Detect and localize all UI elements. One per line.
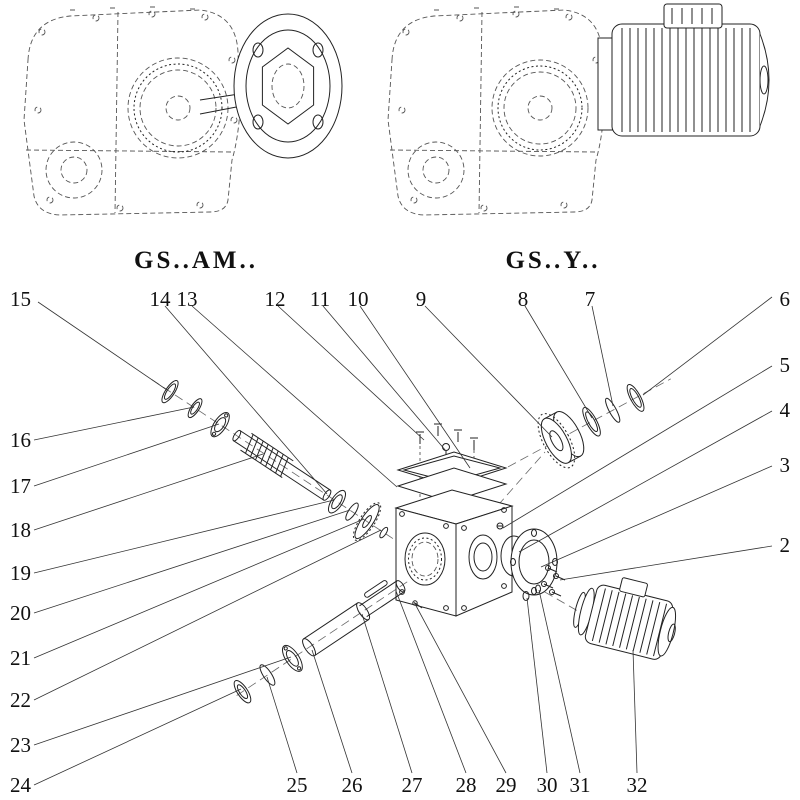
motor-terminal-box (663, 3, 723, 29)
gear-teeth-hint-left (133, 63, 223, 153)
callout-23: 23 (10, 733, 31, 757)
callout-29: 29 (496, 773, 517, 797)
motor-drawing (597, 3, 770, 137)
callout-numbers: 15 14 13 12 11 10 9 8 7 6 5 4 3 2 16 17 … (10, 287, 791, 797)
callout-7: 7 (585, 287, 596, 311)
motor-terminal-box-exploded (619, 577, 648, 598)
worm-shaft-assembly (151, 379, 399, 543)
callout-14: 14 (150, 287, 172, 311)
callout-11: 11 (310, 287, 330, 311)
callout-27: 27 (402, 773, 423, 797)
callout-20: 20 (10, 601, 31, 625)
callout-25: 25 (287, 773, 308, 797)
output-flange-stack (500, 528, 558, 596)
gearbox-housing (394, 489, 514, 617)
callout-12: 12 (265, 287, 286, 311)
callout-26: 26 (342, 773, 363, 797)
gear-stack (507, 378, 671, 469)
callout-10: 10 (348, 287, 369, 311)
callout-24: 24 (10, 773, 32, 797)
output-flange-left (199, 13, 343, 159)
callout-32: 32 (627, 773, 648, 797)
figure-gs-y-drawing (387, 3, 770, 216)
cover-plate-assembly (396, 423, 508, 503)
callout-17: 17 (10, 474, 31, 498)
figure-gs-am-drawing (23, 6, 343, 216)
motor-exploded (573, 577, 677, 660)
exploded-view (151, 378, 677, 704)
figure-label-gs-y: GS..Y.. (505, 247, 600, 274)
leader-lines (33, 296, 773, 786)
callout-16: 16 (10, 428, 31, 452)
callout-21: 21 (10, 646, 31, 670)
callout-31: 31 (570, 773, 591, 797)
callout-18: 18 (10, 518, 31, 542)
callout-28: 28 (456, 773, 477, 797)
callout-30: 30 (537, 773, 558, 797)
callout-19: 19 (10, 561, 31, 585)
callout-8: 8 (518, 287, 529, 311)
motor-end-cap (759, 33, 770, 127)
callout-4: 4 (780, 398, 791, 422)
callout-2: 2 (780, 533, 791, 557)
callout-3: 3 (780, 453, 791, 477)
callout-6: 6 (780, 287, 791, 311)
gearbox-housing-outline-left (23, 6, 241, 216)
pin-part (412, 600, 423, 609)
callout-5: 5 (780, 353, 791, 377)
motor-bolts (522, 565, 566, 601)
callout-13: 13 (177, 287, 198, 311)
gearbox-housing-outline-right (387, 6, 605, 216)
gear-teeth-hint-right (497, 65, 583, 151)
callout-9: 9 (416, 287, 427, 311)
callout-15: 15 (10, 287, 31, 311)
callout-22: 22 (10, 688, 31, 712)
output-shaft-assembly (233, 578, 412, 704)
figure-label-gs-am: GS..AM.. (134, 247, 258, 274)
